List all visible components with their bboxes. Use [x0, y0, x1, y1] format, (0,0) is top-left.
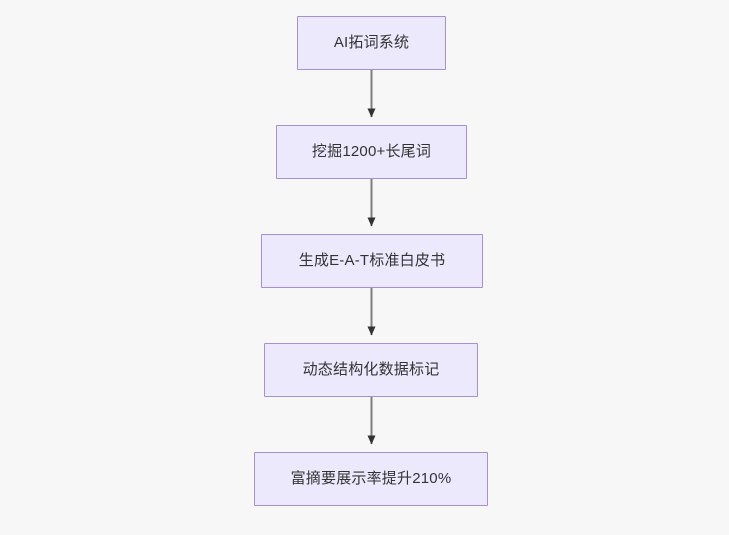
flow-node-dynamic-structured-data-markup[interactable]: 动态结构化数据标记: [264, 343, 478, 397]
flow-node-mine-longtail-keywords[interactable]: 挖掘1200+长尾词: [276, 125, 467, 179]
flow-node-ai-keyword-system[interactable]: AI拓词系统: [297, 16, 446, 70]
flow-node-label: AI拓词系统: [333, 34, 410, 51]
flow-node-label: 富摘要展示率提升210%: [290, 470, 452, 487]
flow-node-label: 生成E-A-T标准白皮书: [298, 252, 446, 269]
flow-node-label: 动态结构化数据标记: [302, 361, 440, 378]
flow-node-rich-snippet-impression-uplift[interactable]: 富摘要展示率提升210%: [254, 452, 488, 506]
flow-node-label: 挖掘1200+长尾词: [311, 143, 432, 160]
flow-node-generate-eat-whitepaper[interactable]: 生成E-A-T标准白皮书: [261, 234, 483, 288]
